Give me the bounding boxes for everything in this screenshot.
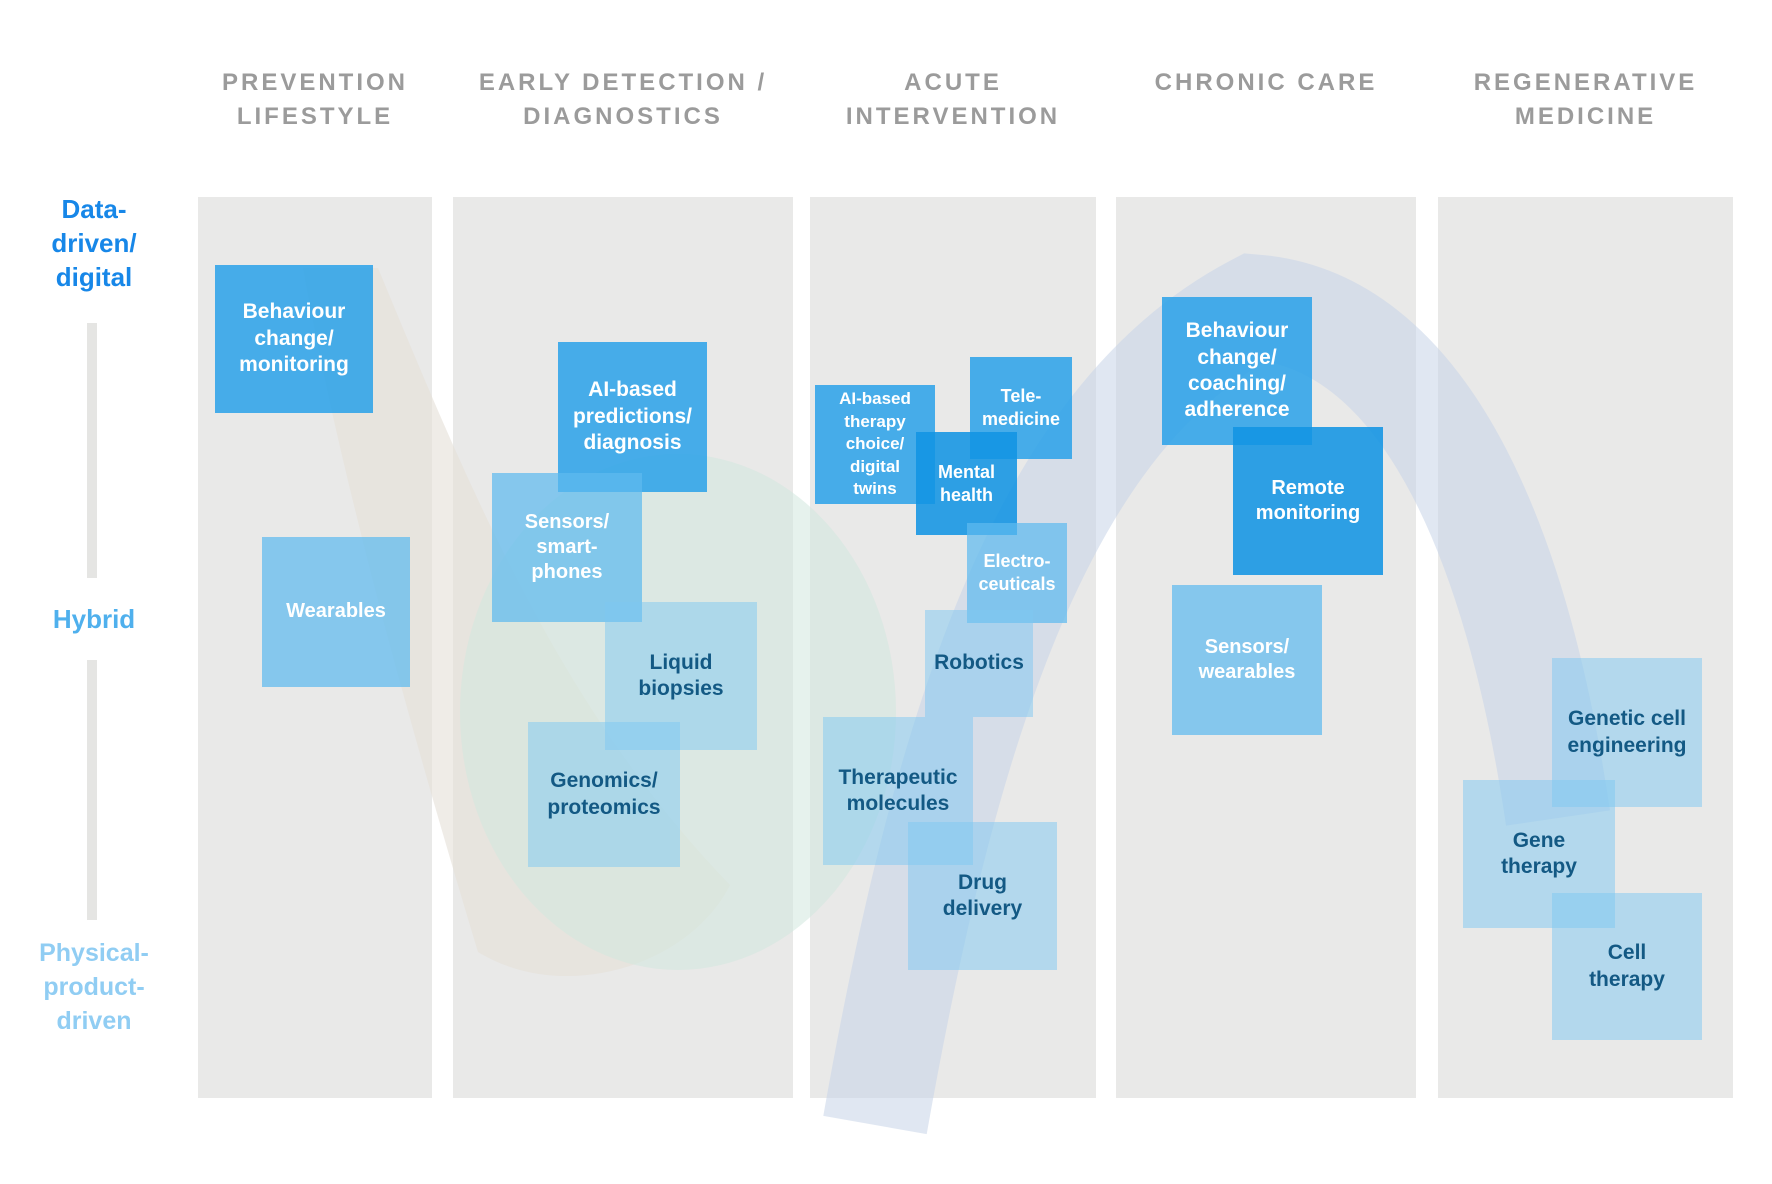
box-genomics-proteomics: Genomics/ proteomics: [528, 722, 680, 867]
box-electroceuticals: Electro- ceuticals: [967, 523, 1067, 623]
column-header-regenerative-medicine: REGENERATIVE MEDICINE: [1473, 69, 1698, 130]
box-drug-delivery: Drug delivery: [908, 822, 1057, 970]
box-cell-therapy: Cell therapy: [1552, 893, 1702, 1040]
axis-line-upper: [87, 323, 97, 578]
box-behaviour-change-coaching-adherence: Behaviour change/ coaching/ adherence: [1162, 297, 1312, 445]
box-robotics: Robotics: [925, 610, 1033, 717]
column-header-prevention: PREVENTION LIFESTYLE: [221, 69, 409, 130]
row-label-physical-product-driven: Physical- product- driven: [39, 939, 149, 1035]
axis-line-lower: [87, 660, 97, 920]
column-header-chronic-care: CHRONIC CARE: [1154, 69, 1378, 96]
row-label-hybrid: Hybrid: [52, 604, 136, 634]
row-label-data-driven-digital: Data- driven/ digital: [51, 194, 137, 292]
column-header-acute-intervention: ACUTE INTERVENTION: [845, 69, 1061, 130]
box-behaviour-change-monitoring: Behaviour change/ monitoring: [215, 265, 373, 413]
box-ai-based-predictions-diagnosis: AI-based predictions/ diagnosis: [558, 342, 707, 492]
box-sensors-wearables: Sensors/ wearables: [1172, 585, 1322, 735]
box-remote-monitoring: Remote monitoring: [1233, 427, 1383, 575]
box-mental-health: Mental health: [916, 432, 1017, 535]
box-genetic-cell-engineering: Genetic cell engineering: [1552, 658, 1702, 807]
box-sensors-smartphones: Sensors/ smart- phones: [492, 473, 642, 622]
column-header-early-detection: EARLY DETECTION / DIAGNOSTICS: [478, 69, 768, 130]
box-wearables: Wearables: [262, 537, 410, 687]
box-ai-based-therapy-choice-digital-twins: AI-based therapy choice/ digital twins: [815, 385, 935, 504]
